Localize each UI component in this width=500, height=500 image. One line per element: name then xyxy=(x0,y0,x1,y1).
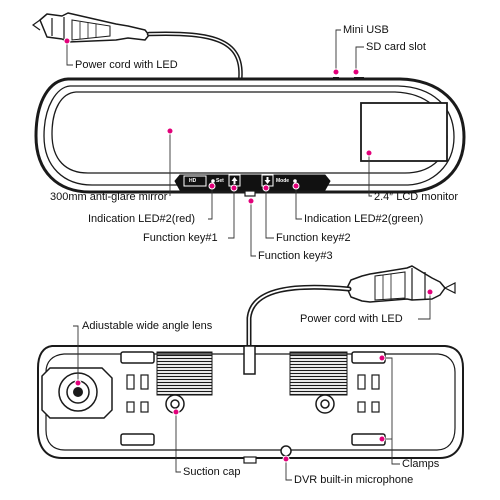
callout-dots xyxy=(63,37,434,463)
right-vent xyxy=(289,351,348,396)
top-cable xyxy=(146,31,243,85)
callout-dot xyxy=(172,408,180,416)
set-button-label: Set xyxy=(216,178,224,184)
callout-dot xyxy=(247,197,255,205)
callout-dot xyxy=(352,68,360,76)
lens-module xyxy=(41,367,113,419)
callout-dot xyxy=(378,354,386,362)
label-power-cord-back: Power cord with LED xyxy=(300,313,403,325)
function-key-3-nub xyxy=(244,190,256,197)
microphone-hole xyxy=(280,445,292,457)
clamps xyxy=(120,351,386,446)
label-mini-usb: Mini USB xyxy=(343,24,389,36)
label-led-red: Indication LED#2(red) xyxy=(88,213,196,225)
callout-dot xyxy=(282,455,290,463)
label-power-cord-top: Power cord with LED xyxy=(75,59,178,71)
callout-dot xyxy=(365,149,373,157)
sd-slot xyxy=(354,77,364,80)
callout-dot xyxy=(262,184,270,192)
label-function-key-2: Function key#2 xyxy=(276,232,351,244)
callout-dot xyxy=(378,435,386,443)
back-body xyxy=(37,345,464,459)
back-power-plug xyxy=(346,265,456,303)
callout-lines xyxy=(66,29,431,481)
suction-caps xyxy=(165,394,335,414)
label-lens: Adiustable wide angle lens xyxy=(82,320,213,332)
callout-dot xyxy=(208,182,216,190)
callout-dot xyxy=(166,127,174,135)
label-function-key-1: Function key#1 xyxy=(143,232,218,244)
hd-button-label: HD xyxy=(189,178,197,184)
label-led-green: Indication LED#2(green) xyxy=(304,213,424,225)
label-sd-card-slot: SD card slot xyxy=(366,41,426,53)
label-mirror: 300mm anti-glare mirror xyxy=(50,191,168,203)
label-function-key-3: Function key#3 xyxy=(258,250,333,262)
label-lcd-monitor: 2.4″ LCD monitor xyxy=(374,191,458,203)
callout-dot xyxy=(332,68,340,76)
mini-usb-port xyxy=(333,77,339,80)
top-power-plug xyxy=(31,12,150,43)
label-microphone: DVR built-in microphone xyxy=(294,474,414,486)
control-bezel xyxy=(174,174,331,191)
callout-dot xyxy=(230,184,238,192)
mode-button-label: Mode xyxy=(276,178,290,184)
left-vent xyxy=(156,351,213,396)
label-clamps: Clamps xyxy=(402,458,440,470)
label-suction-cap: Suction cap xyxy=(183,466,241,478)
callout-dot xyxy=(74,379,82,387)
callout-dot xyxy=(292,182,300,190)
lcd-screen xyxy=(360,102,448,162)
callout-dot xyxy=(63,37,71,45)
callout-dot xyxy=(426,288,434,296)
